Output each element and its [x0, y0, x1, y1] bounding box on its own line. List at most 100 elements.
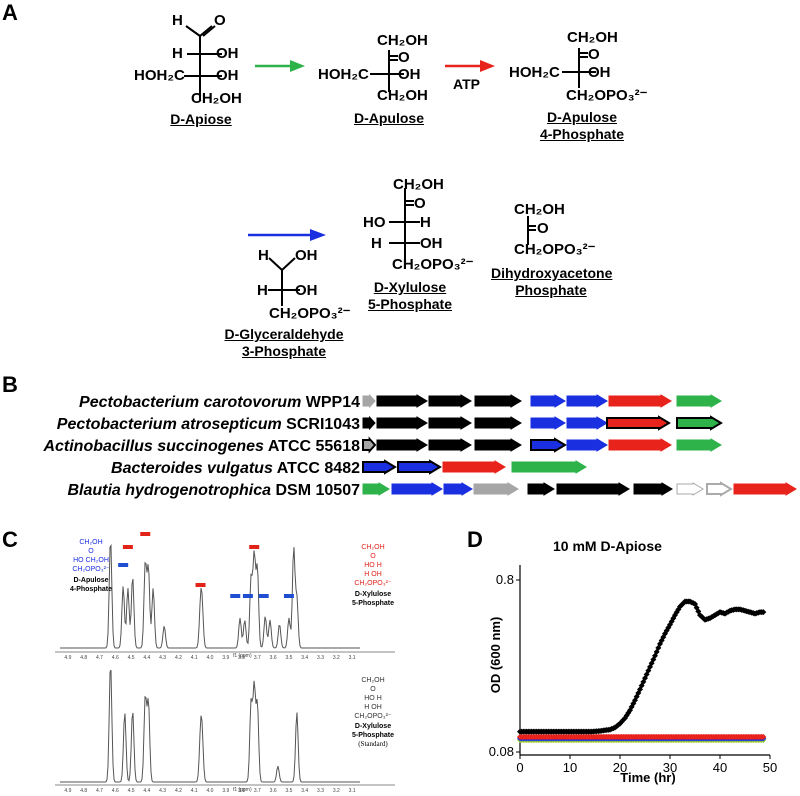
chart-point [700, 615, 707, 622]
x5p-name-2: 5-Phosphate [367, 296, 452, 312]
chart-point [642, 675, 648, 682]
nmr-axis-label-top: f1 (ppm) [233, 653, 252, 659]
nmr-tick-label: 4.2 [175, 655, 182, 661]
nmr-peak-marker-2 [140, 532, 151, 536]
nmr-tick-label: 4.0 [207, 788, 214, 794]
gene-arrow-1-7 [608, 394, 672, 408]
apulose4p-oh: OH [588, 64, 611, 81]
atp-label: ATP [453, 76, 480, 92]
nmr-tick-label: 4.1 [191, 788, 198, 794]
gene-cluster-diagram [362, 393, 797, 497]
chart-point [618, 718, 625, 725]
nmr-tick-label: 4.8 [80, 788, 87, 794]
dhap-name-1: Dihydroxyacetone [491, 265, 613, 281]
nmr-tick-label: 3.3 [317, 788, 324, 794]
x5p-name-1: D-Xylulose [373, 279, 447, 295]
nmr-tick-label: 3.4 [301, 655, 308, 661]
chart-x-tick-label: 0 [516, 760, 523, 775]
chart-x-tick-label: 10 [563, 760, 577, 775]
organism-1: Pectobacterium carotovorum WPP14 [79, 394, 360, 411]
nmr-tick-label: 3.1 [349, 655, 356, 661]
gene-arrow-1-6 [566, 394, 608, 408]
chart-y-tick-label: 0.8 [496, 572, 514, 587]
blue-reaction-arrow [248, 229, 326, 241]
apiose-ch2oh: CH₂OH [191, 90, 242, 107]
nmr-standard-structure: CH₂OH O HO H H OH CH₂OPO₃²⁻ [354, 677, 392, 720]
organism-4: Bacteroides vulgatus ATCC 8482 [111, 460, 360, 477]
chart-point [760, 609, 767, 616]
gene-arrow-1-3 [428, 394, 472, 408]
chart-y-tick-label: 0.08 [489, 744, 514, 759]
gene-arrow-5-5 [527, 482, 555, 496]
gene-arrow-2-8 [676, 415, 723, 431]
g3p-name-1: D-Glyceraldehyde [224, 326, 344, 342]
g3p-oh-top: OH [295, 247, 318, 264]
nmr-tick-label: 3.6 [270, 655, 277, 661]
apulose4p-phosphate: CH₂OPO₃²⁻ [566, 87, 648, 104]
gene-arrow-1-5 [530, 394, 566, 408]
gene-arrow-1-8 [676, 394, 722, 408]
nmr-apulose4p-name: D-Apulose 4-Phosphate [69, 577, 112, 593]
gene-arrow-4-4 [511, 460, 587, 474]
nmr-tick-label: 3.4 [301, 788, 308, 794]
nmr-tick-label: 4.5 [128, 655, 135, 661]
gene-arrow-3-2 [376, 438, 428, 452]
nmr-tick-label: 4.0 [207, 655, 214, 661]
gene-arrow-4-2 [397, 459, 442, 475]
x5p-oh: OH [420, 235, 443, 252]
gene-arrow-3-8 [676, 438, 722, 452]
gene-arrow-4-1 [362, 459, 397, 475]
gene-arrow-3-1 [362, 436, 377, 454]
organism-3: Actinobacillus succinogenes ATCC 55618 [43, 438, 360, 455]
gene-arrow-2-2 [376, 416, 428, 430]
gene-arrow-5-1 [362, 482, 390, 496]
nmr-peak-marker-5 [118, 563, 129, 567]
chart-point [643, 671, 650, 678]
panel-label-d: D [467, 527, 483, 552]
gene-arrow-2-7 [606, 415, 671, 431]
x5p-o: O [414, 195, 426, 212]
gene-arrow-3-7 [608, 438, 672, 452]
gene-arrow-1-2 [376, 394, 428, 408]
g3p-h2: H [257, 282, 268, 299]
nmr-tick-label: 4.6 [112, 788, 119, 794]
nmr-peak-marker-3 [249, 545, 260, 549]
nmr-peak-marker-6 [230, 594, 241, 598]
chart-x-tick-label: 40 [713, 760, 727, 775]
g3p-oh: OH [295, 282, 318, 299]
nmr-tick-label: 4.4 [143, 655, 150, 661]
nmr-tick-label: 4.7 [96, 655, 103, 661]
chart-point [653, 648, 660, 655]
chart-x-axis-label: Time (hr) [620, 770, 675, 785]
panel-label-b: B [2, 372, 18, 397]
gene-arrow-2-5 [530, 416, 566, 430]
apiose-o: O [214, 12, 226, 29]
chart-point [673, 609, 680, 616]
red-reaction-arrow [445, 60, 495, 72]
dhap-phosphate: CH₂OPO₃²⁻ [514, 241, 596, 258]
apulose-oh: OH [398, 66, 421, 83]
x5p-ch2oh: CH₂OH [393, 176, 444, 193]
gene-arrow-5-4 [473, 482, 519, 496]
nmr-peak-marker-1 [122, 545, 133, 549]
nmr-tick-label: 3.2 [333, 788, 340, 794]
dhap-ch2oh: CH₂OH [514, 201, 565, 218]
chart-point [620, 716, 627, 723]
x5p-phosphate: CH₂OPO₃²⁻ [392, 256, 474, 273]
apiose-name: D-Apiose [170, 111, 232, 127]
g3p-h: H [258, 247, 269, 264]
nmr-tick-label: 3.9 [222, 788, 229, 794]
chart-point [667, 621, 673, 628]
chart-point [638, 682, 645, 689]
nmr-tick-label: 4.9 [64, 788, 71, 794]
apulose-ch2oh-bottom: CH₂OH [377, 87, 428, 104]
organism-5: Blautia hydrogenotrophica DSM 10507 [67, 482, 360, 499]
chart-x-tick-label: 30 [663, 760, 677, 775]
nmr-peak-marker-8 [258, 594, 269, 598]
gene-arrow-5-7 [633, 482, 673, 496]
gene-arrow-3-5 [530, 437, 567, 453]
chart-point [668, 618, 675, 625]
nmr-tick-label: 3.6 [270, 788, 277, 794]
nmr-tick-label: 4.1 [191, 655, 198, 661]
